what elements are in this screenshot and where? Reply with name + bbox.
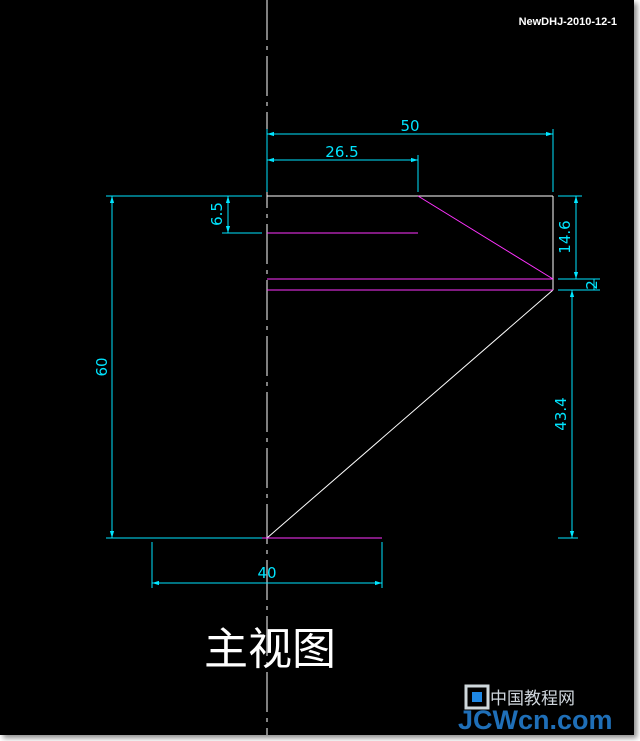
dim-26-5: 26.5: [325, 143, 358, 161]
watermark-cn-text: 中国教程网: [490, 689, 575, 708]
dimension-lines: [106, 129, 600, 588]
author-tag: NewDHJ-2010-12-1: [519, 16, 617, 28]
watermark-site: JCWcn.com: [458, 705, 613, 735]
watermark-logo: 中国教程网 JCWcn.com: [458, 684, 613, 735]
dim-6-5: 6.5: [208, 202, 226, 226]
dim-2: 2: [583, 280, 601, 290]
dim-60: 60: [93, 357, 111, 376]
dim-50: 50: [400, 117, 419, 135]
dim-14-6: 14.6: [556, 220, 574, 253]
part-outline: [266, 195, 554, 539]
dim-43-4: 43.4: [552, 397, 570, 430]
view-title: 主视图: [204, 624, 336, 675]
dim-40: 40: [257, 564, 276, 582]
hidden-lines: [152, 195, 554, 539]
